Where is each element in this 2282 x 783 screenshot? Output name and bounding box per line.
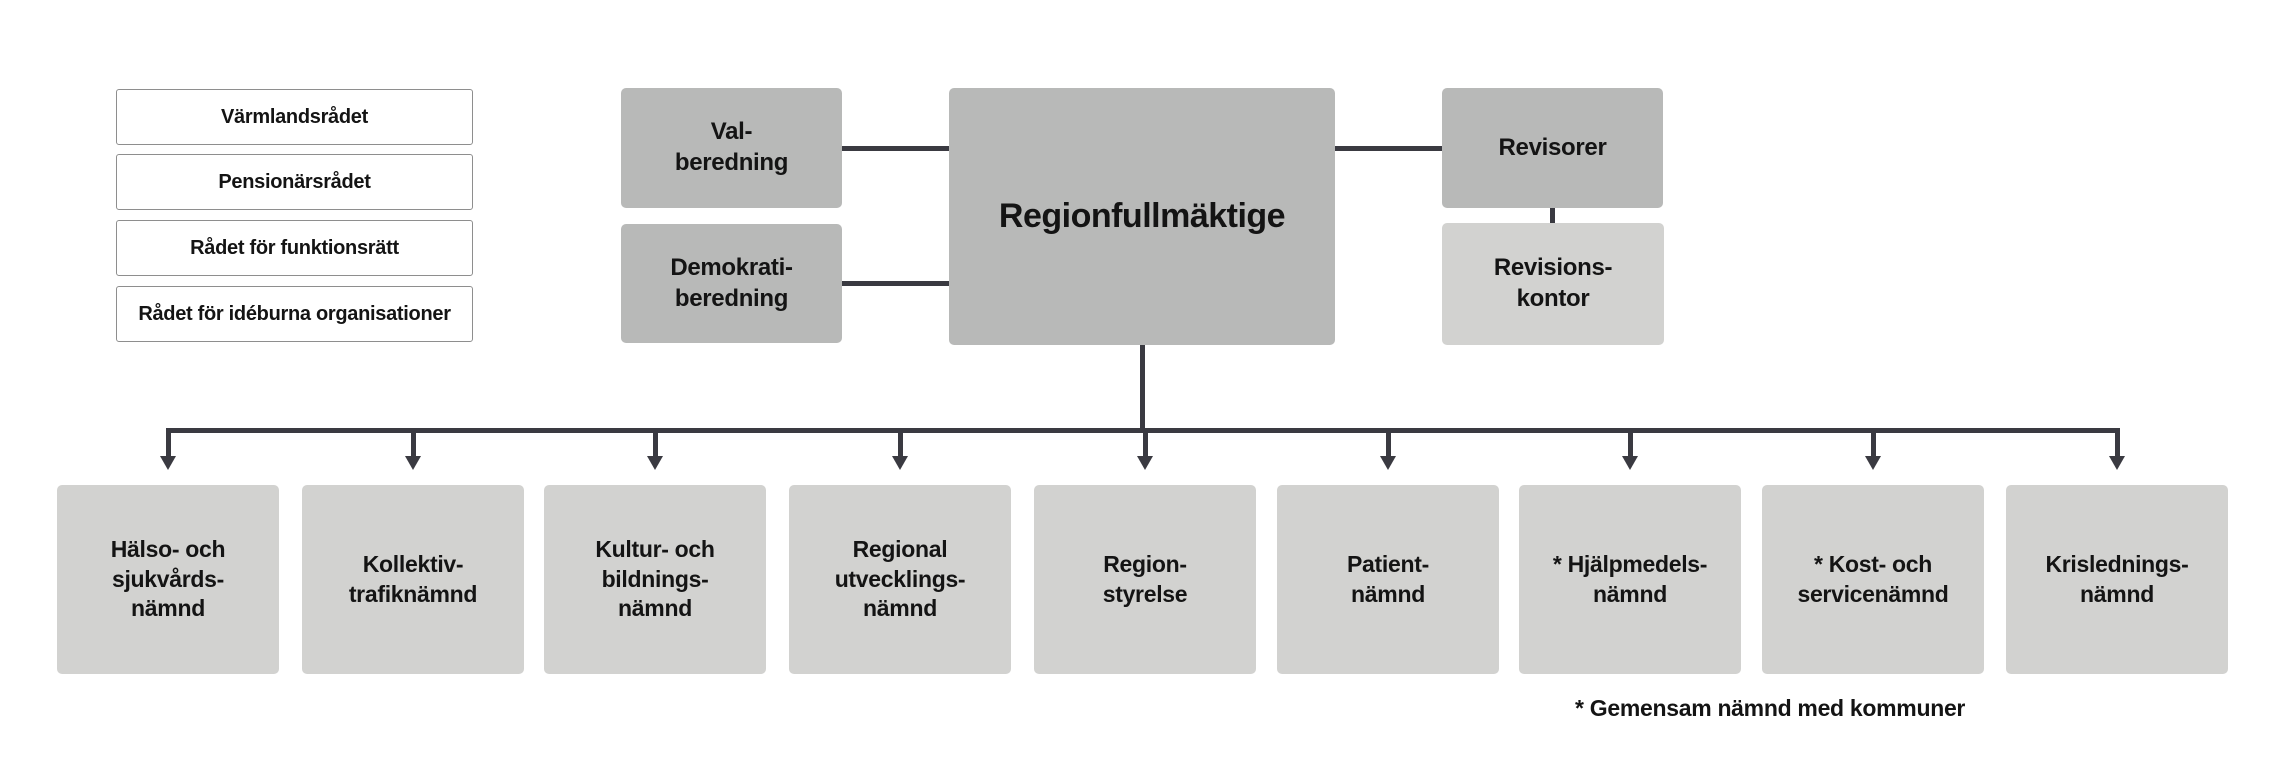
box-revisionskontor: Revisions- kontor [1442,223,1664,345]
box-label-line: Hälso- och [110,536,226,563]
arrow-down-icon [1137,456,1153,470]
council-label: Pensionärsrådet [218,170,371,193]
arrow-down-icon [160,456,176,470]
connector-committee-rail [168,428,2117,433]
connector-assembly-trunk [1140,345,1145,433]
arrow-shaft [166,428,171,458]
connector-revisorer-revisionskontor [1550,208,1555,223]
box-label-line: Revisorer [1498,133,1607,161]
committee-box-regional-utvecklingsnamnd: Regional utvecklings- nämnd [789,485,1011,674]
connector-demokratiberedning-assembly [842,281,949,286]
box-label-line: Val- [710,118,753,146]
box-label-line: Kollektiv- [362,551,464,578]
arrow-down-icon [1622,456,1638,470]
arrow-down-icon [892,456,908,470]
council-label: Rådet för idéburna organisationer [138,302,451,325]
council-label: Värmlandsrådet [221,105,368,128]
arrow-down-icon [1865,456,1881,470]
footnote: * Gemensam nämnd med kommuner [1575,695,1966,721]
connector-valberedning-assembly [842,146,949,151]
committee-box-kultur-och-bildningsnamnd: Kultur- och bildnings- nämnd [544,485,766,674]
box-label-line: Regionfullmäktige [998,196,1286,235]
council-label: Rådet för funktionsrätt [190,236,399,259]
box-label-line: Patient- [1347,551,1429,578]
box-label-line: bildnings- [601,565,709,592]
committee-box-regionstyrelse: Region- styrelse [1034,485,1256,674]
box-label-line: Revisions- [1493,254,1613,282]
arrow-down-icon [647,456,663,470]
committee-box-halso-och-sjukvardsnamnd: Hälso- och sjukvårds- nämnd [57,485,279,674]
arrow-down-icon [1380,456,1396,470]
box-label-line: Krislednings- [2045,551,2189,578]
box-demokratiberedning: Demokrati- beredning [621,224,842,343]
arrow-shaft [1386,428,1391,458]
box-label-line: nämnd [131,595,205,622]
box-label-line: Region- [1103,551,1187,578]
arrow-shaft [1871,428,1876,458]
committee-box-kollektivtrafiknamnd: Kollektiv- trafiknämnd [302,485,524,674]
box-label-line: * Kost- och [1813,551,1933,578]
arrow-shaft [1143,428,1148,458]
arrow-down-icon [405,456,421,470]
committee-box-kost-och-servicenamnd: * Kost- och servicenämnd [1762,485,1984,674]
box-label-line: Demokrati- [670,253,793,281]
committee-box-patientnamnd: Patient- nämnd [1277,485,1499,674]
arrow-shaft [2115,428,2120,458]
council-box-ideburna-organisationer: Rådet för idéburna organisationer [116,286,473,342]
committee-box-krisledningsnamnd: Krislednings- nämnd [2006,485,2228,674]
box-label-line: Regional [852,536,948,563]
box-label-line: * Hjälpmedels- [1552,551,1708,578]
committee-box-hjalpmedelsnamnd: * Hjälpmedels- nämnd [1519,485,1741,674]
box-label-line: servicenämnd [1797,580,1949,607]
arrow-shaft [898,428,903,458]
box-label-line: nämnd [1593,580,1667,607]
box-label-line: trafiknämnd [348,580,478,607]
box-label-line: nämnd [2080,580,2154,607]
box-revisorer: Revisorer [1442,88,1663,208]
council-box-funktionsratt: Rådet för funktionsrätt [116,220,473,276]
box-label-line: nämnd [863,595,937,622]
council-box-pensionarsradet: Pensionärsrådet [116,154,473,210]
box-label-line: kontor [1516,285,1590,312]
arrow-shaft [411,428,416,458]
box-label-line: beredning [674,284,789,312]
box-label-line: sjukvårds- [111,565,225,592]
arrow-shaft [653,428,658,458]
arrow-down-icon [2109,456,2125,470]
box-label-line: nämnd [1351,580,1425,607]
connector-assembly-revisorer [1335,146,1442,151]
box-valberedning: Val- beredning [621,88,842,208]
box-label-line: beredning [674,149,789,176]
box-label-line: styrelse [1102,580,1188,607]
box-label-line: utvecklings- [834,565,966,592]
box-regionfullmaktige: Regionfullmäktige [949,88,1335,345]
council-box-varmlandsradet: Värmlandsrådet [116,89,473,145]
arrow-shaft [1628,428,1633,458]
box-label-line: nämnd [618,595,692,622]
box-label-line: Kultur- och [595,536,715,563]
